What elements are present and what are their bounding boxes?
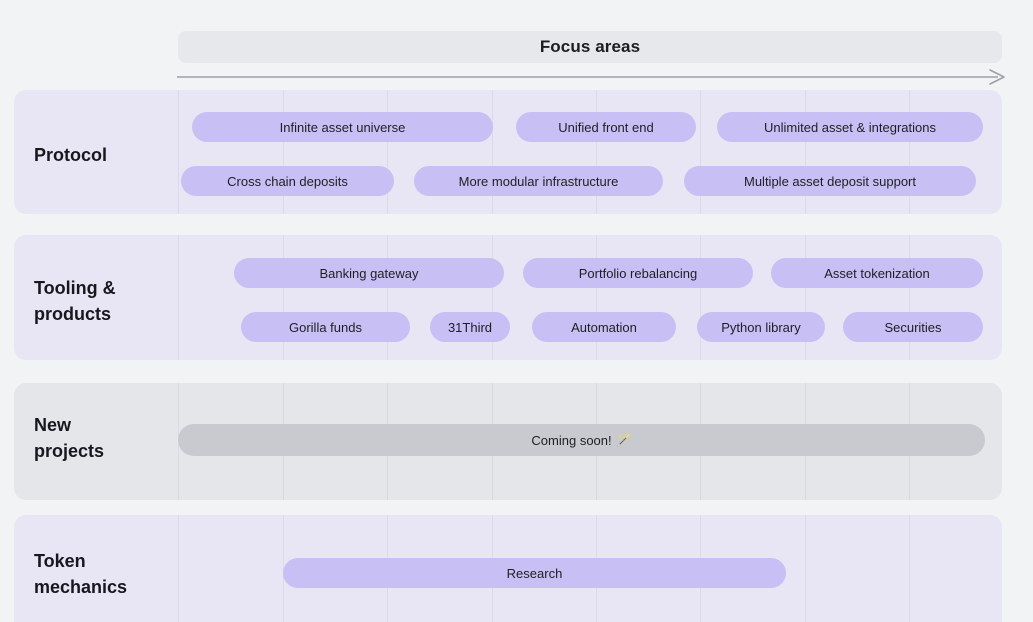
timeline-arrow-icon <box>177 69 1005 85</box>
pill-label: Portfolio rebalancing <box>578 265 698 281</box>
pill-label: 31Third <box>447 319 493 335</box>
pill-label: Asset tokenization <box>824 265 930 281</box>
pill-research[interactable]: Research <box>283 558 786 588</box>
pill-cross-chain-deposits[interactable]: Cross chain deposits <box>181 166 394 196</box>
pill-gorilla-funds[interactable]: Gorilla funds <box>241 312 410 342</box>
pill-label: Research <box>506 565 563 581</box>
row-label-new-projects: New projects <box>34 412 169 464</box>
pill-automation[interactable]: Automation <box>532 312 676 342</box>
page-title: Focus areas <box>539 37 641 56</box>
row-label-token-line1: Token <box>34 551 86 571</box>
row-label-tooling-products: Tooling & products <box>34 275 169 327</box>
pill-unlimited-asset-integrations[interactable]: Unlimited asset & integrations <box>717 112 983 142</box>
pill-asset-tokenization[interactable]: Asset tokenization <box>771 258 983 288</box>
row-label-tooling-line1: Tooling & <box>34 278 116 298</box>
pill-label: Unified front end <box>558 119 654 135</box>
pill-multiple-asset-deposit-support[interactable]: Multiple asset deposit support <box>684 166 976 196</box>
pill-unified-front-end[interactable]: Unified front end <box>516 112 696 142</box>
row-label-protocol: Protocol <box>34 142 169 168</box>
focus-areas-header: Focus areas <box>178 31 1002 63</box>
pill-python-library[interactable]: Python library <box>697 312 825 342</box>
pill-label: Infinite asset universe <box>279 119 406 135</box>
pill-banking-gateway[interactable]: Banking gateway <box>234 258 504 288</box>
row-label-new-projects-line1: New <box>34 415 72 435</box>
row-label-token-line2: mechanics <box>34 577 128 598</box>
pill-label: Multiple asset deposit support <box>744 173 916 189</box>
pill-label: Cross chain deposits <box>227 173 348 189</box>
pill-label: More modular infrastructure <box>458 173 619 189</box>
row-label-token-mechanics: Token mechanics <box>34 548 169 600</box>
row-label-protocol-line1: Protocol <box>34 145 108 165</box>
pill-coming-soon[interactable]: Coming soon! 🪄 <box>178 424 985 456</box>
magic-wand-icon: 🪄 <box>616 433 632 447</box>
pill-label: Securities <box>884 319 942 335</box>
pill-label: Unlimited asset & integrations <box>764 119 936 135</box>
pill-31third[interactable]: 31Third <box>430 312 510 342</box>
pill-portfolio-rebalancing[interactable]: Portfolio rebalancing <box>523 258 753 288</box>
pill-label: Automation <box>571 319 637 335</box>
pill-infinite-asset-universe[interactable]: Infinite asset universe <box>192 112 493 142</box>
pill-label: Coming soon! <box>531 432 612 448</box>
pill-more-modular-infrastructure[interactable]: More modular infrastructure <box>414 166 663 196</box>
pill-label: Banking gateway <box>319 265 419 281</box>
pill-securities[interactable]: Securities <box>843 312 983 342</box>
row-label-new-projects-line2: projects <box>34 441 105 462</box>
row-label-tooling-line2: products <box>34 304 112 325</box>
pill-label: Gorilla funds <box>289 319 362 335</box>
pill-label: Python library <box>721 319 801 335</box>
